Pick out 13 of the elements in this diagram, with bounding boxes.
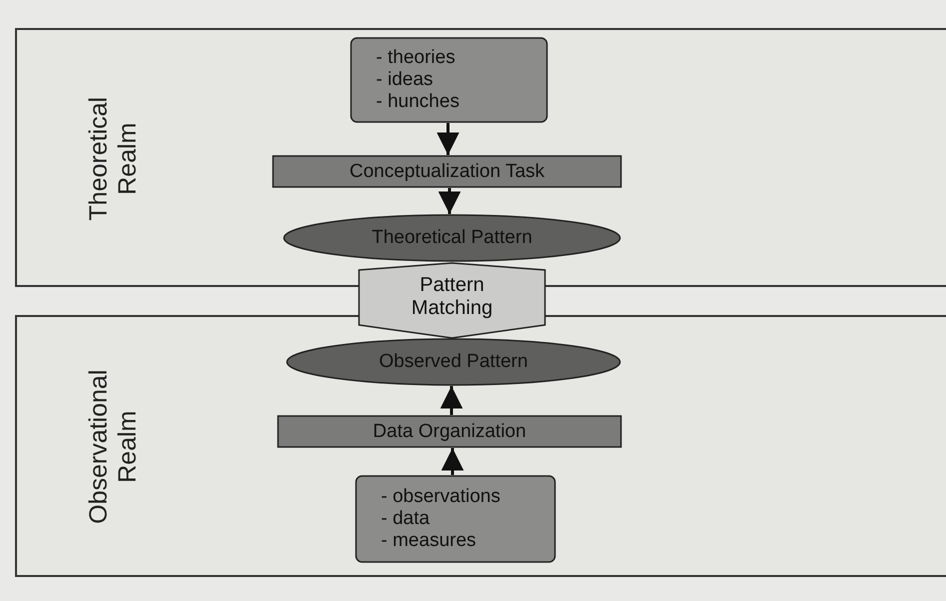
list-item: - data: [381, 508, 430, 530]
node-label: Conceptualization Task: [349, 160, 545, 182]
node-label: Observed Pattern: [379, 351, 528, 373]
realm-label: Theoretical Realm: [84, 95, 142, 222]
list-item: - ideas: [376, 69, 434, 91]
node-label: Data Organization: [372, 420, 526, 442]
node-label: Theoretical Pattern: [372, 227, 532, 249]
list-item: - measures: [381, 530, 476, 552]
realm-label: Observational Realm: [84, 368, 142, 526]
list-item: - hunches: [376, 90, 460, 113]
list-item: - observations: [381, 486, 500, 508]
list-item: - theories: [376, 47, 456, 70]
node-label: Pattern Matching: [410, 274, 494, 320]
